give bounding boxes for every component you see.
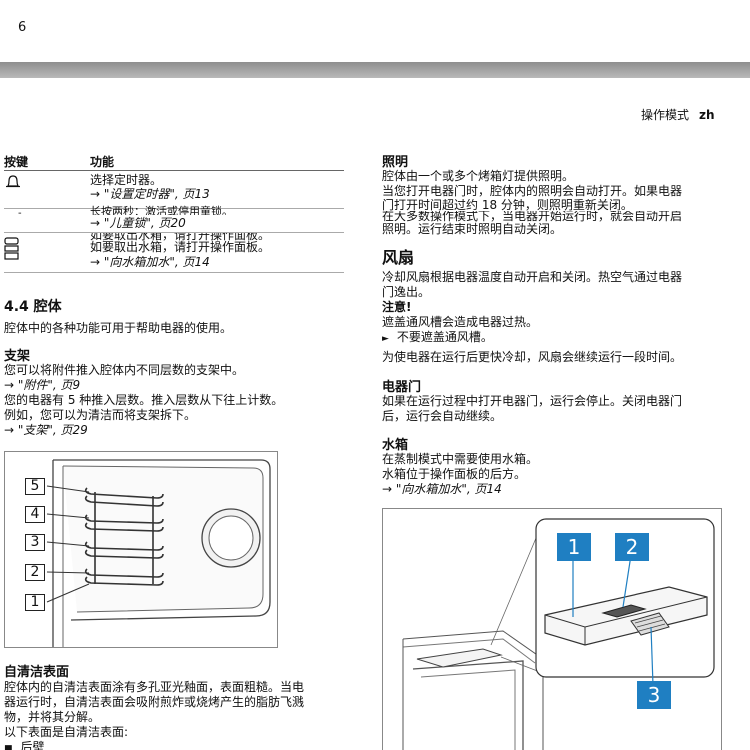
header-lang: zh [699,108,715,122]
lighting-title: 照明 [382,155,409,170]
caution-label: 注意! [382,300,412,314]
rack-level-label: 3 [25,534,45,551]
callout-2: 2 [615,533,649,561]
door-title: 电器门 [382,380,422,395]
caution-action: 不要遮盖通风槽。 [396,330,493,344]
rack-ref-accessories: → "附件", 页9 [4,378,81,392]
header-title: 操作模式 [641,108,690,122]
water-tank-ref: → "向水箱加水", 页14 [382,482,502,496]
top-bar [0,62,750,78]
callout-1: 1 [557,533,591,561]
table-row: 选择定时器。 → "设置定时器", 页13 [4,171,344,209]
row-text: 选择定时器。 [90,173,163,187]
col-key-header: 按键 [4,155,29,169]
door-text: 如果在运行过程中打开电器门，运行会停止。关闭电器门 后，运行会自动继续。 [382,394,683,423]
rack-title: 支架 [4,349,31,364]
running-header: 操作模式 zh [641,106,715,123]
rack-level-label: 1 [25,594,45,611]
fan-title: 风扇 [382,248,415,267]
fan-text: 冷却风扇根据电器温度自动开启和关闭。热空气通过电器 门逸出。 注意! 遮盖通风槽… [382,270,722,365]
rack-level-label: 4 [25,506,45,523]
water-tank-title: 水箱 [382,438,409,453]
rack-level-label: 5 [25,478,45,495]
self-clean-title: 自清洁表面 [4,665,70,680]
rack-ref-supports: → "支架", 页29 [4,423,88,437]
key-table: 按键 功能 选择定时器。 → "设置定时器", 页13 - 长按两秒：激活或停用… [4,151,344,273]
water-tank-icon [4,237,20,264]
callout-3: 3 [637,681,671,709]
rack-level-label: 2 [25,564,45,581]
row-ref: → "向水箱加水", 页14 [90,255,210,269]
key-table-header: 按键 功能 [4,151,344,171]
table-row: 如要取出水箱，请打开操作面板。 如要取出水箱，请打开操作面板。 → "向水箱加水… [4,233,344,273]
water-tank-figure: 1 2 3 [382,508,722,750]
self-clean-text: 腔体内的自清洁表面涂有多孔亚光釉面，表面粗糙。当电 器运行时，自清洁表面会吸附煎… [4,680,344,750]
row-ref: → "设置定时器", 页13 [90,187,210,201]
table-row: - 长按两秒：激活或停用童锁。 → "儿童锁", 页20 [4,205,344,233]
caution-text: 遮盖通风槽会造成电器过热。 [382,315,539,329]
row-text-clipped: 长按两秒：激活或停用童锁。 [90,205,233,215]
rack-text: 您可以将附件推入腔体内不同层数的支架中。 → "附件", 页9 您的电器有 5 … [4,363,284,437]
water-tank-text: 在蒸制模式中需要使用水箱。 水箱位于操作面板的后方。 → "向水箱加水", 页1… [382,452,722,497]
cavity-title: 4.4 腔体 [4,299,62,315]
page-number: 6 [18,20,27,35]
rack-figure: 5 4 3 2 1 [4,451,278,648]
self-clean-bullet: 后壁 [20,740,45,750]
child-lock-icon: - [18,208,22,219]
bell-icon [4,174,22,193]
row-ref: → "儿童锁", 页20 [90,216,186,230]
col-function-header: 功能 [90,155,115,169]
lighting-text: 腔体由一个或多个烤箱灯提供照明。 当您打开电器门时，腔体内的照明会自动打开。如果… [382,169,683,236]
row-text-clipped: 如要取出水箱，请打开操作面板。 如要取出水箱，请打开操作面板。 [90,233,271,254]
cavity-intro: 腔体中的各种功能可用于帮助电器的使用。 [4,321,233,335]
arrow-icon: ► [382,334,389,344]
